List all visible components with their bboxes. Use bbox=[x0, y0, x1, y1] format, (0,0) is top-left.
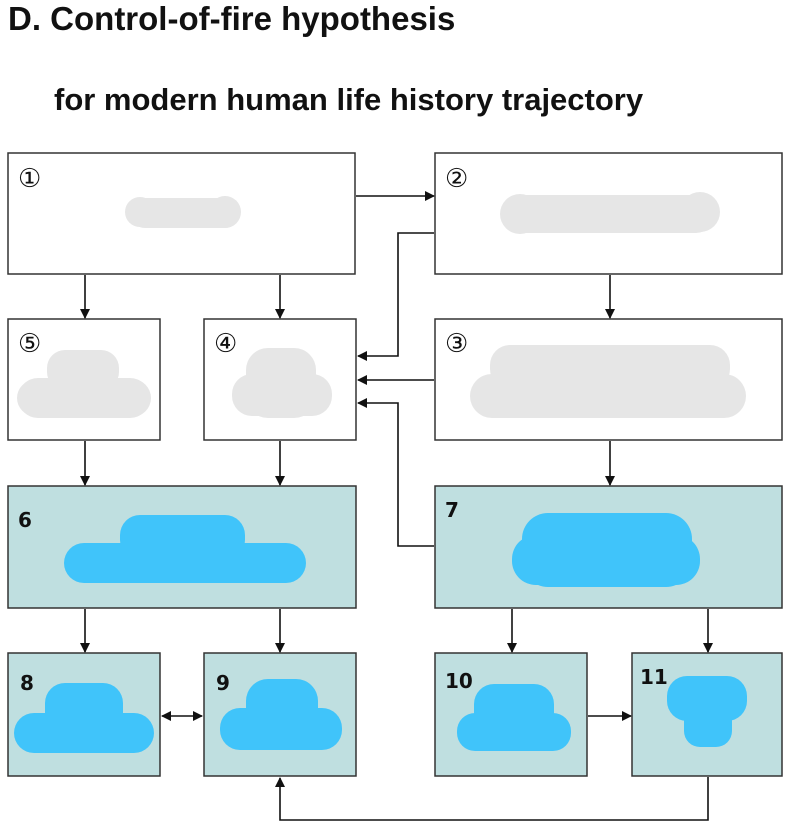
redaction-blob bbox=[14, 683, 154, 753]
box-3: ③ bbox=[434, 318, 783, 441]
box-9: 9 bbox=[203, 652, 357, 777]
redaction-blob bbox=[64, 515, 306, 583]
redaction-blob bbox=[232, 348, 332, 418]
box-3-label: ③ bbox=[445, 329, 468, 359]
page-subtitle: for modern human life history trajectory bbox=[54, 82, 644, 117]
redaction-blob bbox=[470, 345, 746, 418]
box-1: ① bbox=[7, 152, 356, 275]
redaction-blob bbox=[667, 676, 747, 747]
redaction-blob bbox=[457, 684, 571, 751]
box-6: 6 bbox=[7, 485, 357, 609]
box-2-label: ② bbox=[445, 164, 468, 194]
box-5-label: ⑤ bbox=[18, 329, 41, 359]
box-10-label: 10 bbox=[445, 669, 473, 693]
box-8: 8 bbox=[7, 652, 161, 777]
box-11-label: 11 bbox=[640, 665, 668, 689]
redaction-blob bbox=[512, 513, 700, 587]
box-7-label: 7 bbox=[445, 498, 459, 522]
redaction-blob bbox=[17, 350, 151, 418]
page-title: D. Control-of-fire hypothesis bbox=[8, 0, 456, 37]
box-10: 10 bbox=[434, 652, 588, 777]
arrow-11-to-9 bbox=[275, 777, 709, 821]
arrow-7-to-4 bbox=[357, 398, 434, 547]
redaction-blob bbox=[125, 196, 241, 228]
box-2: ② bbox=[434, 152, 783, 275]
box-8-label: 8 bbox=[20, 671, 34, 695]
box-11: 11 bbox=[631, 652, 783, 777]
box-4: ④ bbox=[203, 318, 357, 441]
box-1-label: ① bbox=[18, 164, 41, 194]
box-9-label: 9 bbox=[216, 671, 230, 695]
box-6-label: 6 bbox=[18, 508, 32, 532]
arrow-2-to-4 bbox=[357, 232, 434, 361]
redaction-blob bbox=[500, 192, 720, 234]
redaction-blob bbox=[220, 679, 342, 750]
box-7: 7 bbox=[434, 485, 783, 609]
box-5: ⑤ bbox=[7, 318, 161, 441]
box-4-label: ④ bbox=[214, 329, 237, 359]
